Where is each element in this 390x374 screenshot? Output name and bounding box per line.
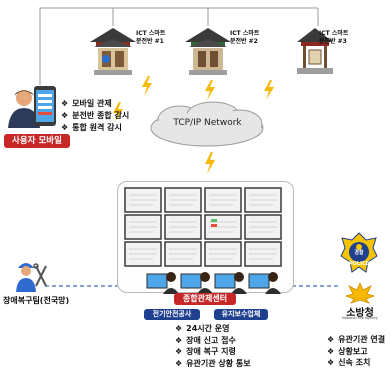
- panel-2-label: ICT 스마트 분전반 #2: [230, 30, 259, 46]
- center-sublabel-maintenance: 유지보수업체: [214, 309, 268, 320]
- panel-2-line2: 분전반 #2: [230, 38, 258, 45]
- smart-panel-3: [293, 26, 337, 76]
- center-sublabel-kesco: 전기안전공사: [144, 309, 200, 320]
- agency-bullet: 유관기관 연결: [327, 334, 385, 346]
- mobile-user-icon: [8, 86, 56, 128]
- pavilion-building-icon: [90, 28, 136, 75]
- agency-bullet: 상황보고: [327, 346, 385, 358]
- mobile-label: 사용자 모바일: [4, 134, 70, 148]
- center-bullet: 장애 신고 접수: [175, 335, 251, 347]
- fire-agency-label: 소방청: [346, 308, 374, 319]
- panel-1-label: ICT 스마트 분전반 #1: [136, 30, 165, 46]
- agency-bullet: 신속 조치: [327, 357, 385, 369]
- video-wall-screens: [124, 187, 282, 267]
- repair-team-label: 장애복구팀(전국망): [3, 296, 70, 305]
- smart-panel-1: [88, 24, 138, 76]
- mobile-bullet: 모바일 관제: [61, 98, 129, 110]
- police-badge-icon: [340, 232, 378, 273]
- repair-worker-icon: [16, 263, 47, 292]
- fire-agency-sublabel: National Fire Agency: [341, 316, 379, 320]
- panel-3-line1: ICT 스마트: [319, 30, 349, 37]
- control-center-label: 종합관제센터: [174, 293, 236, 305]
- police-badge-bottom-text: POLICE: [348, 261, 370, 267]
- fire-agency-emblem-icon: [345, 282, 375, 304]
- smart-panel-2: [183, 24, 233, 76]
- lightning-icon: [205, 80, 215, 100]
- operators-desk-icon: [146, 272, 281, 294]
- center-bullet: 유관기관 상황 통보: [175, 358, 250, 370]
- panel-1-line2: 분전반 #1: [136, 38, 164, 45]
- panel-3-line2: 분전반 #3: [319, 38, 347, 45]
- mobile-bullet: 통합 원격 감시: [61, 122, 129, 134]
- center-bullet-list: 24시간 운영 장애 신고 접수 장애 복구 지령 유관기관 상황 통보: [175, 323, 251, 370]
- lightning-icon: [205, 152, 215, 174]
- pavilion-building-icon: [297, 28, 333, 74]
- pavilion-building-icon: [185, 28, 231, 75]
- police-badge-top-text: 경찰: [354, 250, 364, 256]
- center-bullet: 24시간 운영: [175, 323, 251, 335]
- panel-2-line1: ICT 스마트: [230, 30, 260, 37]
- lightning-icon: [142, 76, 152, 96]
- mobile-bullet-list: 모바일 관제 분전반 종합 감시 통합 원격 감시: [61, 98, 129, 134]
- agency-bullet-list: 유관기관 연결 상황보고 신속 조치: [327, 334, 385, 369]
- panel-3-label: ICT 스마트 분전반 #3: [319, 30, 348, 46]
- network-cloud-icon: [150, 101, 264, 147]
- panel-1-line1: ICT 스마트: [136, 30, 166, 37]
- lightning-icon: [264, 80, 274, 100]
- mobile-bullet: 분전반 종합 감시: [61, 110, 129, 122]
- network-label: TCP/IP Network: [173, 118, 242, 128]
- center-bullet: 장애 복구 지령: [175, 346, 251, 358]
